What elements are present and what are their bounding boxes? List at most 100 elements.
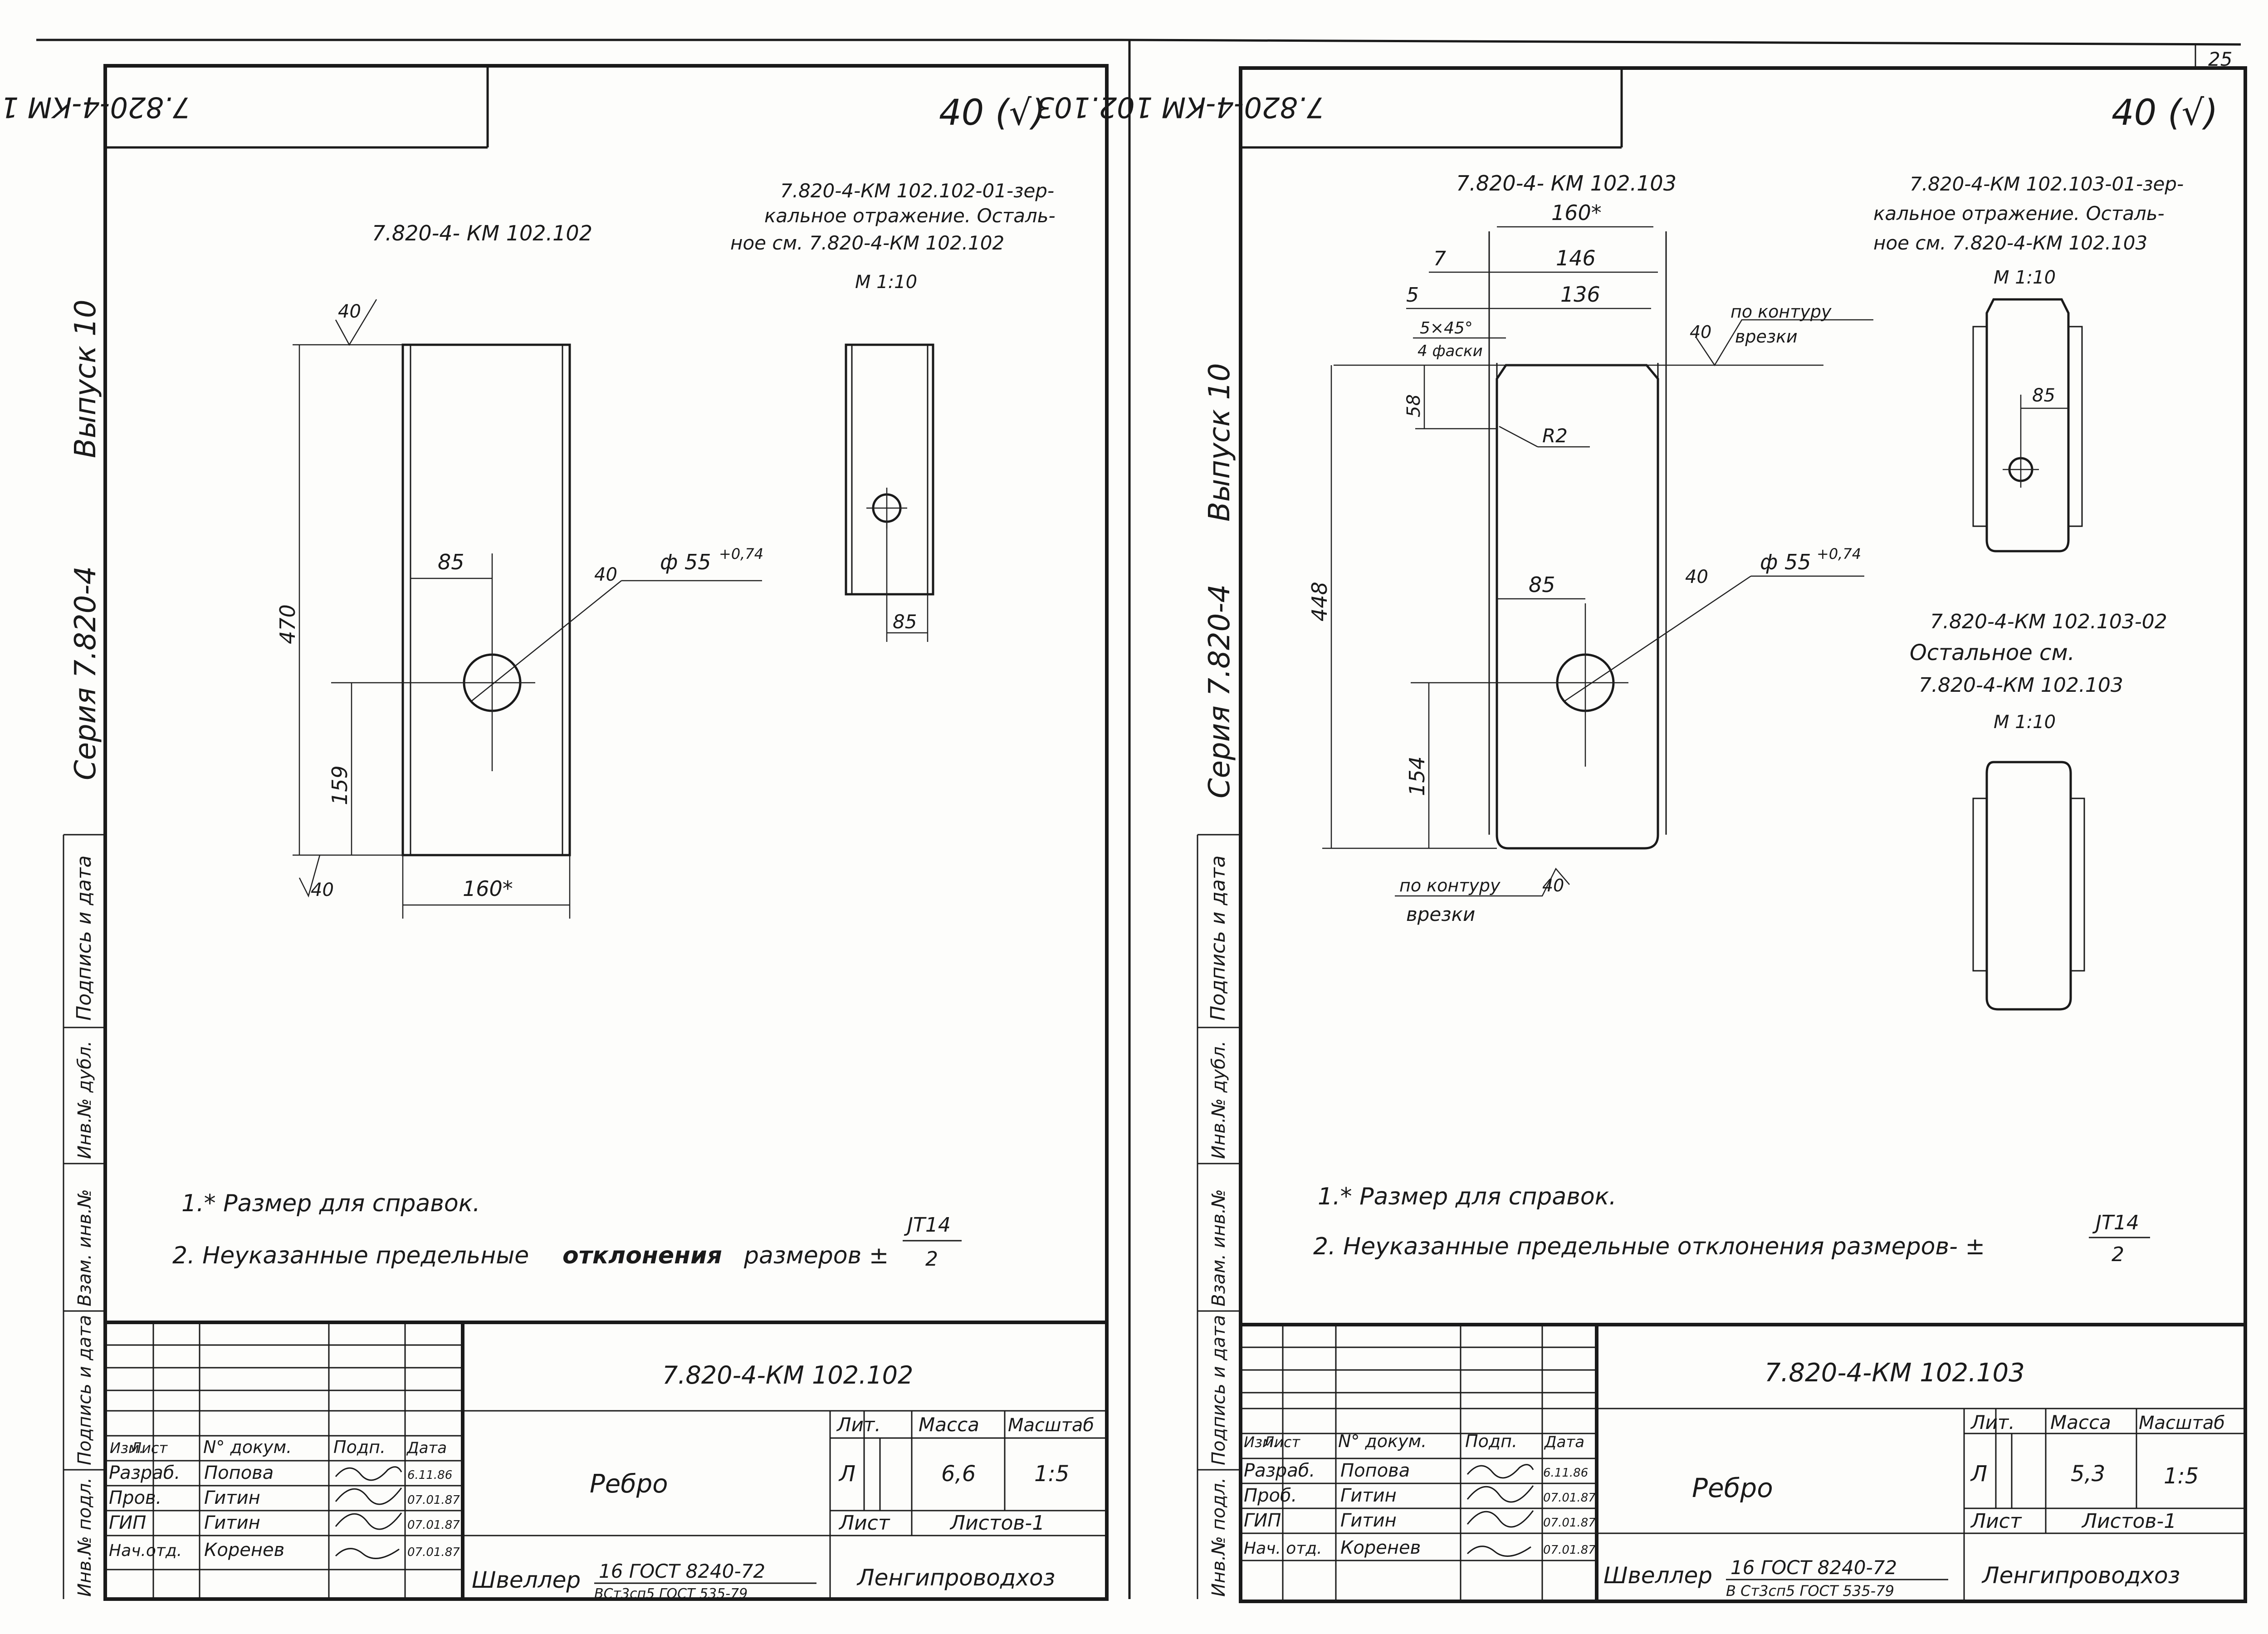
tb-hdr-izm: Изм. — [110, 1439, 144, 1457]
margin-series-right: Серия 7.820-4 — [1203, 584, 1237, 798]
dim-d5: 5 — [1406, 284, 1419, 307]
tb-r4-date-right: 07.01.87 — [1543, 1543, 1596, 1557]
dim-w146: 146 — [1556, 246, 1596, 270]
right-rib-outline — [1496, 364, 1659, 850]
contour-b-rough: 40 — [1542, 876, 1564, 895]
dim-height-right: 448 — [1307, 582, 1332, 621]
margin-series: Серия 7.820-4 — [69, 566, 103, 780]
tb-hdr-sign-right: Подп. — [1465, 1431, 1517, 1451]
right-note-1: 1.* Размер для справок. — [1318, 1183, 1617, 1210]
roughness-bottom: 40 — [311, 880, 334, 900]
margin-signature-date-right: Подпись и дата — [1207, 856, 1230, 1021]
tb-material-bottom: ВСт3сп5 ГОСТ 535-79 — [594, 1586, 748, 1602]
hole-rough-right: 40 — [1685, 567, 1708, 587]
tb-r2-name: Гитин — [204, 1487, 260, 1508]
margin-signature-date-2-right: Подпись и дата — [1208, 1315, 1229, 1465]
left-note-tol-num: JT14 — [904, 1213, 951, 1237]
tb-hdr-list-right: Лист — [1263, 1433, 1300, 1451]
left-stamp-mirrored-text: 7.820-4-КМ 102.102 — [0, 91, 191, 124]
left-roughness-mark: 40 (√) — [939, 93, 1046, 133]
tb-r3-name-right: Гитин — [1340, 1510, 1397, 1531]
tb-material-prefix-right: Швеллер — [1603, 1562, 1712, 1589]
tb-r4-role-right: Нач. отд. — [1244, 1539, 1322, 1558]
signature-r1 — [1466, 1464, 1534, 1479]
right-variant2-1: 7.820-4-КМ 102.103-02 — [1930, 610, 2167, 633]
left-rib-main-view: 470 159 85 40 ф 55 +0,74 160* 40 40 — [275, 299, 763, 919]
dim-hole-x: 85 — [438, 550, 464, 574]
tb-lit-value-right: Л — [1970, 1461, 1987, 1487]
small-view-dim: 85 — [893, 611, 917, 633]
tb-hdr-docnum: N° докум. — [203, 1437, 292, 1457]
left-title-block: 7.820-4-КМ 102.102 Изм. Лист N° докум. П… — [105, 1321, 1107, 1602]
right-roughness-mark: 40 (√) — [2112, 93, 2218, 133]
dim-d7: 7 — [1433, 247, 1446, 270]
mirror1-dim-text: 85 — [2032, 385, 2055, 406]
right-rib-main-view: 160* 146 7 136 5 5×45° 4 фаски 40 по кон… — [1307, 201, 1873, 925]
left-mirror-scale: М 1:10 — [855, 272, 917, 293]
right-variant2-2: Остальное см. — [1910, 640, 2075, 665]
tb-mass-value-right: 5,3 — [2071, 1461, 2105, 1487]
tb-r2-role: Пров. — [109, 1487, 161, 1508]
tb-scale-label-right: Масштаб — [2139, 1413, 2225, 1433]
signature-4 — [335, 1548, 400, 1559]
tb-r4-role: Нач.отд. — [109, 1541, 182, 1560]
tb-r1-date: 6.11.86 — [407, 1468, 452, 1482]
tb-doc-code-right: 7.820-4-КМ 102.103 — [1765, 1358, 2025, 1388]
right-note-2: 2. Неуказанные предельные отклонения раз… — [1313, 1233, 1985, 1260]
right-note-tol-den: 2 — [2112, 1243, 2124, 1266]
right-mirror1-note-1: 7.820-4-КМ 102.103-01-зер- — [1910, 173, 2184, 195]
tb-material-top: 16 ГОСТ 8240-72 — [599, 1560, 765, 1582]
left-mirror-note-1: 7.820-4-КМ 102.102-01-зер- — [780, 180, 1054, 202]
left-mirror-note-3: ное см. 7.820-4-КМ 102.102 — [730, 232, 1004, 254]
signature-1 — [335, 1466, 402, 1481]
tb-scale-value: 1:5 — [1034, 1461, 1069, 1487]
tb-r4-name-right: Коренев — [1340, 1537, 1421, 1558]
tb-r3-date: 07.01.87 — [407, 1518, 460, 1532]
left-rib-outline — [401, 343, 571, 856]
tb-sheet-label-right: Лист — [1970, 1510, 2022, 1533]
right-title-block: 7.820-4-КМ 102.103 Изм. Лист N° докум. П… — [1241, 1323, 2245, 1601]
tb-r3-name: Гитин — [204, 1512, 260, 1533]
variant2-flange — [1972, 797, 1988, 972]
left-note-2c: размеров ± — [743, 1242, 889, 1269]
contour-rough-tick — [1696, 319, 1873, 367]
contour-b-2: врезки — [1406, 903, 1475, 925]
left-drawing-title: 7.820-4- КМ 102.102 — [372, 221, 592, 245]
tb-hdr-izm-right: Изм. — [1244, 1433, 1278, 1451]
hole-diameter: ф 55 — [660, 550, 711, 574]
tb-hdr-sign: Подп. — [333, 1437, 386, 1457]
tb-hdr-date-right: Дата — [1544, 1433, 1584, 1451]
contour-2: врезки — [1735, 327, 1798, 347]
right-note-tol-num: JT14 — [2092, 1211, 2139, 1234]
mirror1-flange — [2068, 326, 2083, 527]
right-variant2-3: 7.820-4-КМ 102.103 — [1919, 674, 2123, 697]
right-mirror1-note-2: кальное отражение. Осталь- — [1873, 202, 2165, 225]
tb-r2-date-right: 07.01.87 — [1543, 1491, 1596, 1505]
margin-issue-right: Выпуск 10 — [1203, 363, 1237, 522]
right-mirror1-note-3: ное см. 7.820-4-КМ 102.103 — [1873, 232, 2147, 254]
tb-scale-value-right: 1:5 — [2164, 1463, 2199, 1489]
signature-3 — [335, 1512, 402, 1530]
margin-inv-dup-right: Инв.№ дубл. — [1208, 1041, 1229, 1159]
contour-b-1: по контуру — [1399, 876, 1501, 895]
margin-issue: Выпуск 10 — [69, 299, 103, 458]
dim-hole-y: 159 — [327, 765, 352, 805]
contour-rough: 40 — [1690, 322, 1711, 342]
hole-dia-right: ф 55 — [1760, 550, 1811, 574]
tb-hdr-docnum-right: N° докум. — [1338, 1431, 1427, 1451]
tb-doc-code: 7.820-4-КМ 102.102 — [662, 1361, 913, 1389]
tb-lit-value: Л — [838, 1461, 855, 1487]
tb-r1-name-right: Попова — [1340, 1460, 1410, 1481]
tb-org: Ленгипроводхоз — [856, 1565, 1055, 1591]
tb-hdr-list: Лист — [130, 1439, 168, 1457]
variant2-outline — [1985, 761, 2072, 1011]
top-edge-line-right — [1120, 39, 2241, 46]
roughness-top: 40 — [338, 301, 361, 322]
tb-r4-date: 07.01.87 — [407, 1546, 460, 1559]
variant2-flange — [2070, 797, 2085, 972]
tb-sheets-label-right: Листов-1 — [2081, 1510, 2176, 1533]
roughness-tick-top — [335, 299, 377, 346]
tb-lit-label-right: Лит. — [1970, 1411, 2015, 1433]
